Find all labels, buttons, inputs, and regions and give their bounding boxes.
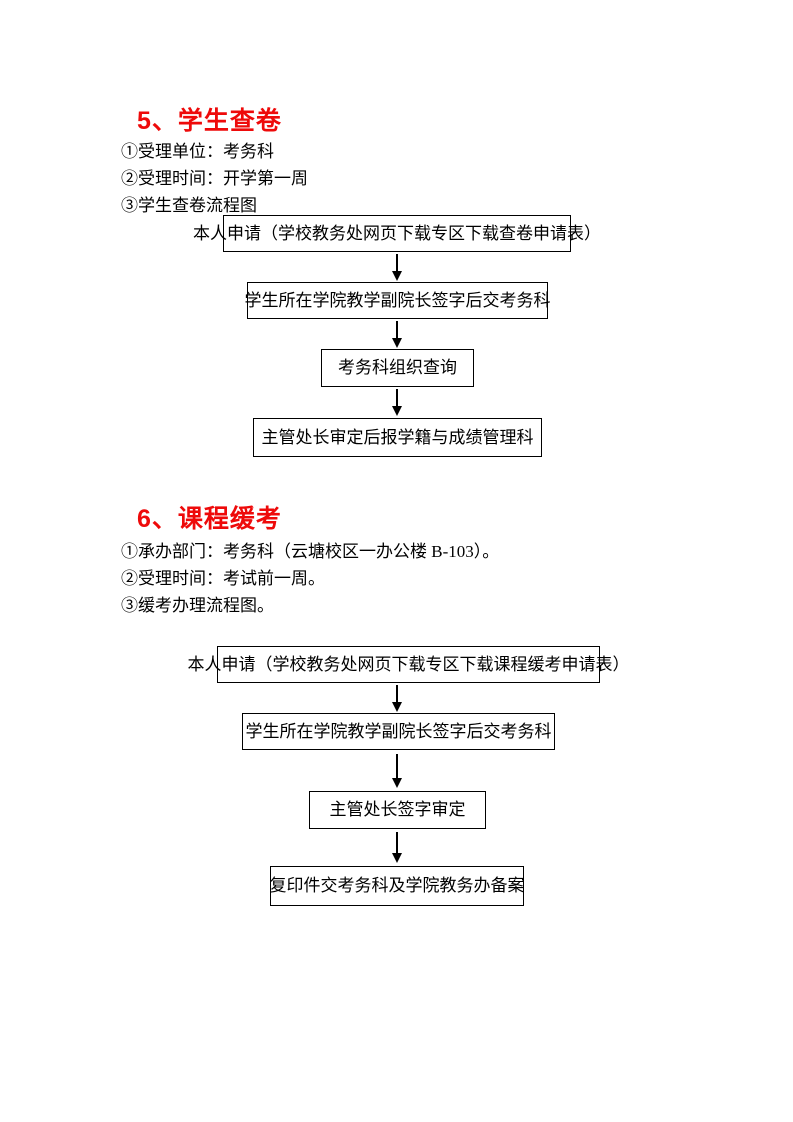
flow-step-dean-sign: 学生所在学院教学副院长签字后交考务科 <box>245 282 551 319</box>
flow-step-director-sign: 主管处长签字审定 <box>309 791 486 829</box>
flow-step-apply: 本人申请（学校教务处网页下载专区下载课程缓考申请表） <box>188 646 630 683</box>
arrow-stem <box>396 321 398 338</box>
flow-arrow-down-icon <box>392 685 402 712</box>
flow-arrow-down-icon <box>392 254 402 281</box>
arrow-head <box>392 406 402 416</box>
arrow-head <box>392 853 402 863</box>
section-6-line-3: ③缓考办理流程图。 <box>121 596 274 615</box>
section-5-heading: 5、学生查卷 <box>137 107 282 135</box>
flow-step-dean-sign: 学生所在学院教学副院长签字后交考务科 <box>242 713 555 750</box>
flow-arrow-down-icon <box>392 389 402 416</box>
arrow-stem <box>396 389 398 406</box>
arrow-head <box>392 702 402 712</box>
flow-step-copy-filing: 复印件交考务科及学院教务办备案 <box>270 866 525 906</box>
flow-arrow-down-icon <box>392 321 402 348</box>
flow-arrow-down-icon <box>392 754 402 788</box>
arrow-head <box>392 778 402 788</box>
flow-step-director-approve: 主管处长审定后报学籍与成绩管理科 <box>253 418 542 457</box>
section-5-line-3: ③学生查卷流程图 <box>121 196 257 215</box>
arrow-head <box>392 338 402 348</box>
arrow-head <box>392 271 402 281</box>
arrow-stem <box>396 832 398 853</box>
arrow-stem <box>396 754 398 778</box>
flow-arrow-down-icon <box>392 832 402 863</box>
arrow-stem <box>396 254 398 271</box>
arrow-stem <box>396 685 398 702</box>
section-5-line-1: ①受理单位：考务科 <box>121 142 274 161</box>
section-6-heading: 6、课程缓考 <box>137 505 282 533</box>
flow-step-apply: 本人申请（学校教务处网页下载专区下载查卷申请表） <box>193 215 601 252</box>
flow-step-office-query: 考务科组织查询 <box>321 349 474 387</box>
section-6-line-2: ②受理时间：考试前一周。 <box>121 569 325 588</box>
section-5-line-2: ②受理时间：开学第一周 <box>121 169 308 188</box>
section-6-line-1: ①承办部门：考务科（云塘校区一办公楼 B-103）。 <box>121 542 500 561</box>
